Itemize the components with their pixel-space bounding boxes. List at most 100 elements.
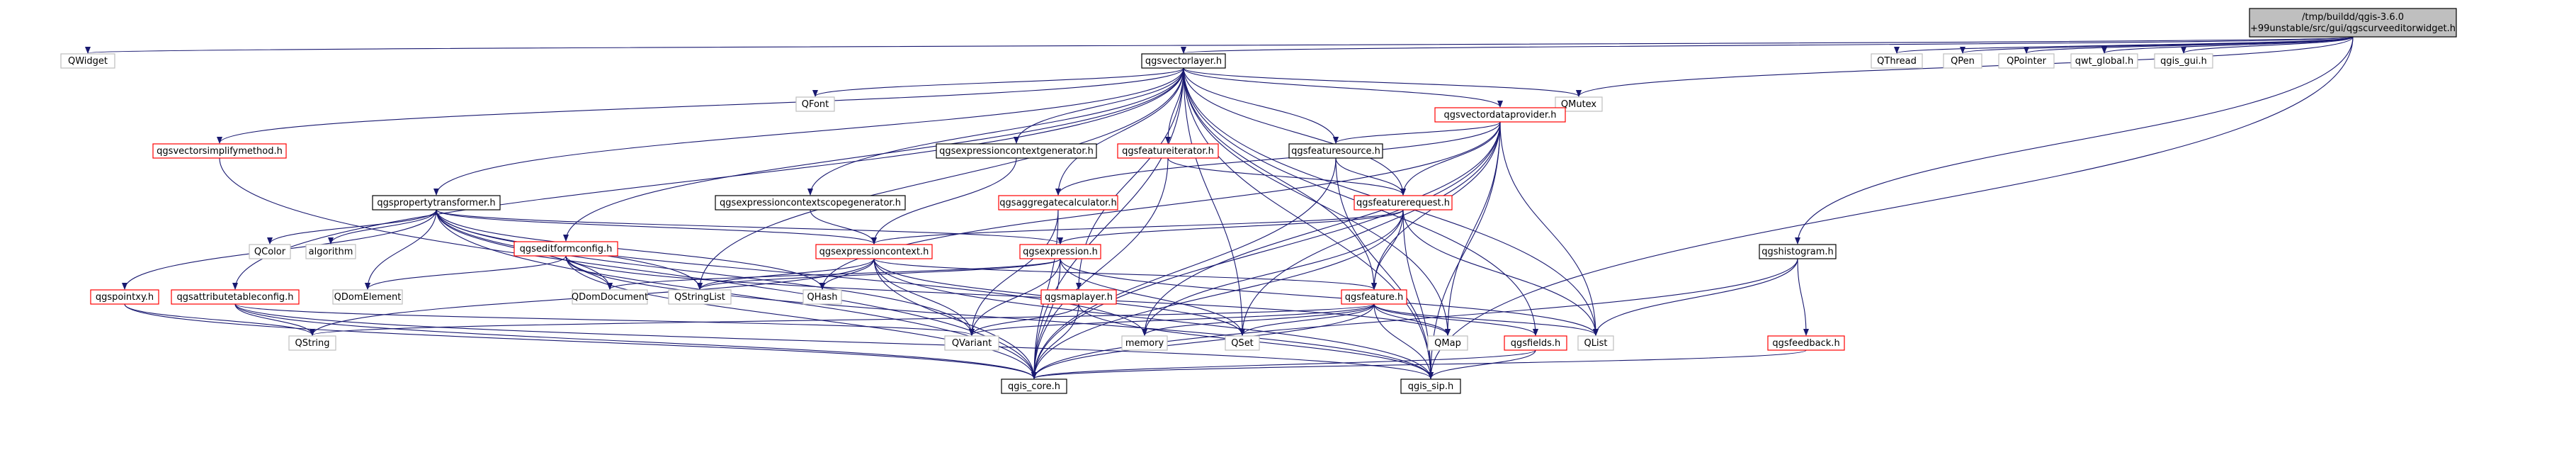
edge-qgsexpressioncontext-to-qstringlist — [697, 258, 875, 290]
node-label: qgsfeaturesource.h — [1291, 146, 1380, 157]
edge-qgsvectorlayer-to-qgsfeaturesource — [1183, 67, 1339, 144]
edge-qgsvectorlayer-to-qgsattributetableconfig — [232, 67, 1184, 290]
node-box — [288, 335, 336, 351]
node-label: qgspropertytransformer.h — [377, 198, 495, 208]
node-qgsfeedback[interactable]: qgsfeedback.h — [1767, 335, 1845, 351]
node-qgis-core[interactable]: qgis_core.h — [1001, 378, 1067, 394]
node-label: qgsfeature.h — [1345, 292, 1404, 303]
node-qgsfeature[interactable]: qgsfeature.h — [1341, 289, 1407, 305]
node-label: qgsfeatureiterator.h — [1122, 146, 1214, 157]
edge-qgsexpressioncontext-to-qgis-sip — [873, 258, 1434, 379]
node-qgsexpressioncontextgenerator[interactable]: qgsexpressioncontextgenerator.h — [936, 143, 1097, 159]
node-qgis-sip[interactable]: qgis_sip.h — [1400, 378, 1461, 394]
node-box — [1354, 195, 1453, 211]
node-qmap: QMap — [1427, 335, 1468, 351]
node-box — [1767, 335, 1845, 351]
node-qgsfields[interactable]: qgsfields.h — [1504, 335, 1567, 351]
edge-qgsfeaturerequest-to-qgsexpressioncontext — [871, 209, 1404, 245]
node-box — [944, 335, 999, 351]
node-label: qgsvectorsimplifymethod.h — [157, 146, 283, 157]
node-box — [1555, 96, 1603, 112]
node-label: qgsexpression.h — [1023, 247, 1098, 257]
node-memory: memory — [1121, 335, 1168, 351]
node-label: QHash — [807, 292, 838, 303]
node-label: qgis_gui.h — [2160, 56, 2207, 67]
edge-qgsvectorlayer-to-qgsfeature — [1183, 67, 1377, 290]
edge-qgsvectordataprovider-to-qgsaggregatecalculator — [1055, 121, 1501, 196]
edge-qgshistogram-to-qgsfeedback — [1797, 258, 1809, 336]
node-qgsmaplayer[interactable]: qgsmaplayer.h — [1040, 289, 1117, 305]
node-qdomdocument: QDomDocument — [572, 289, 648, 305]
node-label: qgis_sip.h — [1408, 381, 1453, 392]
edge-qgsfeature-to-qstring — [310, 303, 1375, 336]
edge-qgsvectorlayer-to-qmutex — [1183, 67, 1582, 97]
node-box — [332, 289, 403, 305]
node-qgsvectorlayer[interactable]: qgsvectorlayer.h — [1141, 53, 1226, 69]
node-qgsfeaturerequest[interactable]: qgsfeaturerequest.h — [1354, 195, 1453, 211]
node-box — [1504, 335, 1567, 351]
edge-qgsfeature-to-qgsfields — [1373, 303, 1538, 336]
node-qgspointxy[interactable]: qgspointxy.h — [90, 289, 159, 305]
edge-qgsvectorlayer-to-qgsvectordataprovider — [1183, 67, 1503, 108]
node-qgsvectorsimplifymethod[interactable]: qgsvectorsimplifymethod.h — [152, 143, 287, 159]
node-qgshistogram[interactable]: qgshistogram.h — [1759, 244, 1837, 259]
node-box — [715, 195, 906, 211]
node-label: qgsfeaturerequest.h — [1356, 198, 1450, 208]
node-label: QPen — [1951, 56, 1975, 67]
edge-qgsexpressioncontextgenerator-to-qgsexpressioncontext — [871, 157, 1017, 245]
node-qgspropertytransformer[interactable]: qgspropertytransformer.h — [372, 195, 501, 211]
node-label: QFont — [802, 99, 829, 110]
node-box — [305, 244, 356, 259]
node-qcolor: QColor — [249, 244, 291, 259]
node-label: memory — [1125, 338, 1164, 349]
edge-qgsfeature-to-qmap — [1373, 303, 1451, 336]
edge-qgsvectorsimplifymethod-to-qgis-core — [219, 157, 1037, 379]
edge-qgsfeaturerequest-to-memory — [1142, 209, 1404, 336]
node-qstring: QString — [288, 335, 336, 351]
node-qgsattributetableconfig[interactable]: qgsattributetableconfig.h — [171, 289, 300, 305]
edge-qgsvectorlayer-to-qgis-sip — [1183, 67, 1434, 379]
node-box — [1400, 378, 1461, 394]
node-qfont: QFont — [795, 96, 835, 112]
node-box — [1943, 53, 1982, 69]
edge-qgsexpression-to-qlist — [1060, 258, 1599, 336]
node-qlist: QList — [1577, 335, 1614, 351]
node-qgsexpressioncontextscopegenerator[interactable]: qgsexpressioncontextscopegenerator.h — [715, 195, 906, 211]
node-qgsexpressioncontext[interactable]: qgsexpressioncontext.h — [815, 244, 933, 259]
node-box — [1040, 289, 1117, 305]
node-qgsexpression[interactable]: qgsexpression.h — [1019, 244, 1101, 259]
node-qgsvectordataprovider[interactable]: qgsvectordataprovider.h — [1434, 107, 1566, 123]
edge-qgsfeatureiterator-to-qgis-core — [1031, 157, 1169, 379]
node-qgsfeaturesource[interactable]: qgsfeaturesource.h — [1288, 143, 1383, 159]
edge-qgsvectordataprovider-to-qgis-core — [1031, 121, 1501, 379]
edge-qgsexpression-to-qdomdocument — [607, 258, 1061, 290]
node-algorithm: algorithm — [305, 244, 356, 259]
edge-qgshistogram-to-qlist — [1593, 258, 1798, 336]
node-qpen: QPen — [1943, 53, 1982, 69]
edge-qgspointxy-to-qstring — [124, 303, 315, 336]
edge-qgsattributetableconfig-to-qgis-sip — [234, 303, 1434, 379]
node-label: QDomElement — [334, 292, 402, 303]
edge-qgsfeature-to-memory — [1142, 303, 1375, 336]
node-box — [1434, 107, 1566, 123]
edge-qgsfeaturerequest-to-qgsfeature — [1371, 209, 1404, 290]
edge-qgspointxy-to-qgis-core — [124, 303, 1037, 379]
node-box — [1577, 335, 1614, 351]
edge-qgsfeature-to-qset — [1239, 303, 1375, 336]
node-qhash: QHash — [802, 289, 842, 305]
node-box — [2249, 8, 2457, 38]
node-label: QMap — [1434, 338, 1461, 349]
edge-qgsfeature-to-qvariant — [969, 303, 1375, 336]
edge-qgspropertytransformer-to-memory — [436, 209, 1147, 336]
edge-qgsvectorlayer-to-qgspropertytransformer — [433, 67, 1184, 196]
node-qgsaggregatecalculator[interactable]: qgsaggregatecalculator.h — [998, 195, 1118, 211]
node-box — [1341, 289, 1407, 305]
edge-qgsexpressioncontext-to-qgis-core — [873, 258, 1037, 379]
edge-qgsexpressioncontextscopegenerator-to-qgsexpressioncontext — [810, 209, 877, 245]
node-qgseditformconfig[interactable]: qgseditformconfig.h — [514, 241, 618, 257]
edge-qgsvectorlayer-to-qgsexpressioncontextgenerator — [1014, 67, 1184, 144]
node-qgsfeatureiterator[interactable]: qgsfeatureiterator.h — [1117, 143, 1219, 159]
edge-qgsvectordataprovider-to-memory — [1142, 121, 1501, 336]
edge-qgsfeaturesource-to-qgis-sip — [1335, 157, 1434, 379]
